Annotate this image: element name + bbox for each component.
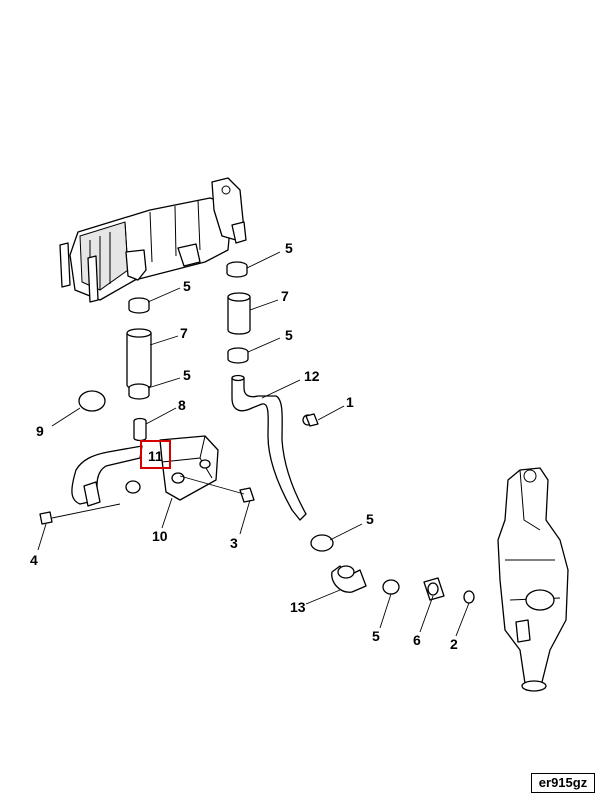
callout-5: 5 [183,367,191,383]
callout-labels: 5 7 5 8 9 11 10 3 4 5 7 5 12 1 5 13 5 6 … [30,240,458,652]
egr-cooler-assembly [59,177,247,303]
callout-3: 3 [230,535,238,551]
callout-8: 8 [178,397,186,413]
callout-6: 6 [413,632,421,648]
callout-4: 4 [30,552,38,568]
callout-12: 12 [304,368,320,384]
lower-pipe-fittings [331,565,475,604]
callout-2: 2 [450,636,458,652]
callout-5: 5 [183,278,191,294]
turbo-manifold-assembly [497,467,569,692]
left-pipe-stack [126,297,152,442]
callout-7: 7 [180,325,188,341]
callout-1: 1 [346,394,354,410]
hose-clamp [310,534,334,552]
gasket-ring [78,390,106,412]
callout-9: 9 [36,423,44,439]
hose-assembly [231,374,319,521]
highlighted-callout-box [140,440,171,469]
callout-5: 5 [366,511,374,527]
right-pipe-stack [226,261,251,364]
callout-10: 10 [152,528,168,544]
bolt-parts [39,475,255,525]
egr-valve-block [71,435,219,507]
callout-5: 5 [372,628,380,644]
callout-11: 11 [148,448,163,464]
callout-7: 7 [281,288,289,304]
callout-5: 5 [285,240,293,256]
diagram-reference-code: er915gz [531,773,595,793]
callout-13: 13 [290,599,306,615]
leader-lines [37,251,470,637]
callout-5: 5 [285,327,293,343]
